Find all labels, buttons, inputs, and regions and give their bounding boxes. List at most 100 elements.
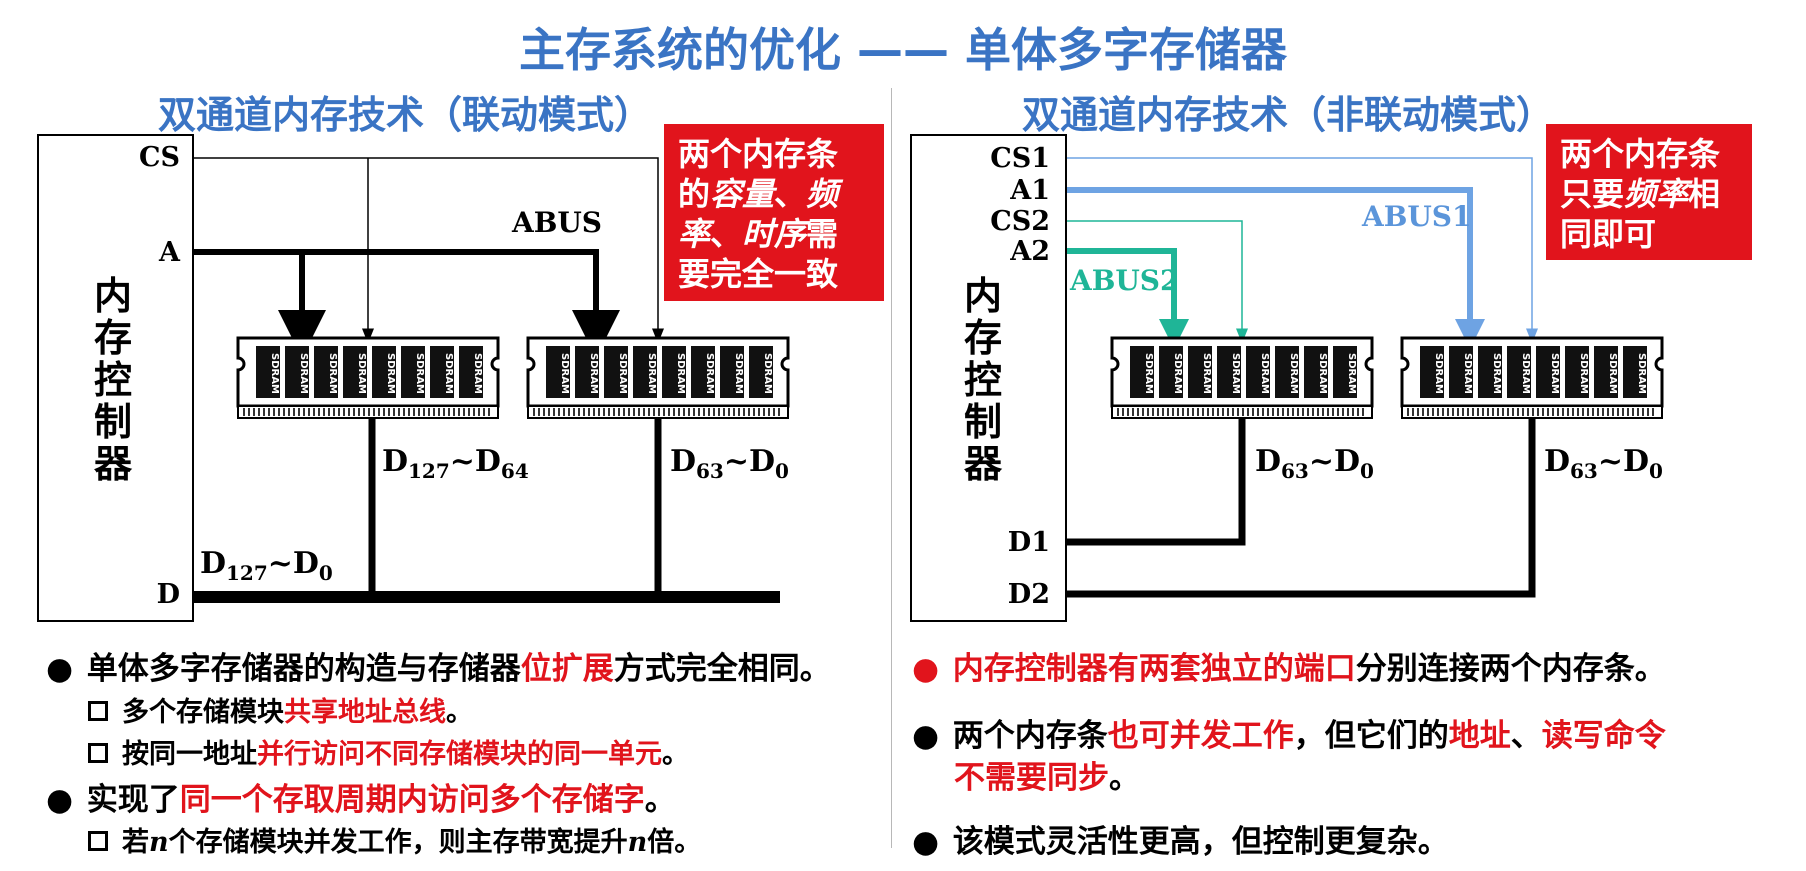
sdram-chip [285, 346, 309, 398]
left-d-high-label: D127~D64 [382, 444, 529, 483]
sdram-chip [662, 346, 686, 398]
sdram-chip-label: SDRAM [704, 353, 715, 394]
sdram-chip [1478, 346, 1502, 398]
sdram-chip-label: SDRAM [1230, 353, 1241, 394]
sdram-chip-label: SDRAM [1172, 353, 1183, 394]
sdram-chip-label: SDRAM [1433, 353, 1444, 394]
sdram-chip [1188, 346, 1212, 398]
sdram-chip-label: SDRAM [762, 353, 773, 394]
sdram-chip-label: SDRAM [414, 353, 425, 394]
right-abus1-label: ABUS1 [1362, 200, 1472, 233]
sdram-chip-label: SDRAM [1346, 353, 1357, 394]
sdram-chip-label: SDRAM [472, 353, 483, 394]
left-a-signal: A [159, 237, 180, 268]
sdram-chip-label: SDRAM [1636, 353, 1647, 394]
left-data-bus [192, 418, 780, 603]
right-data-lines [1066, 418, 1536, 598]
left-sub-bullet-2: 按同一地址并行访问不同存储模块的同一单元。 [88, 732, 689, 771]
left-bullet-2: ● 实现了同一个存取周期内访问多个存储字。 [46, 782, 676, 818]
left-abus-line [192, 249, 620, 358]
sdram-chip [604, 346, 628, 398]
sdram-chip-label: SDRAM [733, 353, 744, 394]
sdram-chip-label: SDRAM [1549, 353, 1560, 394]
right-bullet-3: ● 该模式灵活性更高，但控制更复杂。 [912, 824, 1449, 860]
sdram-chip [459, 346, 483, 398]
sdram-chip [1449, 346, 1473, 398]
left-bullet-1: ● 单体多字存储器的构造与存储器位扩展方式完全相同。 [46, 651, 831, 687]
sdram-chip-label: SDRAM [298, 353, 309, 394]
sdram-chip-label: SDRAM [675, 353, 686, 394]
left-sub-bullet-3: 若n个存储模块并发工作，则主存带宽提升n倍。 [88, 820, 701, 859]
sdram-chip [1217, 346, 1241, 398]
sdram-chip-label: SDRAM [1491, 353, 1502, 394]
right-cs2-line [1066, 220, 1248, 344]
right-bullet-1: ● 内存控制器有两套独立的端口分别连接两个内存条。 [912, 651, 1666, 687]
sdram-chip [1594, 346, 1618, 398]
sdram-chip [749, 346, 773, 398]
sdram-chip-label: SDRAM [356, 353, 367, 394]
sdram-chip [720, 346, 744, 398]
left-d-signal: D [156, 579, 180, 610]
page-title: 主存系统的优化 —— 单体多字存储器 [518, 23, 1288, 77]
right-a1-signal: A1 [1010, 175, 1050, 206]
sdram-chip [1130, 346, 1154, 398]
sdram-chip-label: SDRAM [269, 353, 280, 394]
right-cs1-line [1066, 157, 1538, 344]
sdram-chip [691, 346, 715, 398]
right-d2-range-label: D63~D0 [1544, 444, 1663, 483]
right-subtitle: 双通道内存技术（非联动模式） [1022, 93, 1555, 137]
sdram-chip [1420, 346, 1444, 398]
left-controller-label: 内存控制器 [93, 274, 132, 486]
left-subtitle: 双通道内存技术（联动模式） [158, 93, 653, 137]
sdram-chip [1333, 346, 1357, 398]
sdram-chip [546, 346, 570, 398]
sdram-chip-label: SDRAM [646, 353, 657, 394]
right-memory-controller [910, 134, 1067, 622]
sdram-chip-label: SDRAM [1578, 353, 1589, 394]
sdram-chip [372, 346, 396, 398]
sdram-chip [633, 346, 657, 398]
section-divider [891, 88, 892, 848]
sdram-chip-label: SDRAM [1520, 353, 1531, 394]
left-memory-controller [37, 134, 194, 622]
right-abus1-line [1066, 187, 1485, 349]
sdram-chip-label: SDRAM [559, 353, 570, 394]
right-note-box: 两个内存条 只要频率相 同即可 [1546, 124, 1752, 260]
right-controller-label: 内存控制器 [963, 274, 1002, 486]
sdram-chip [1304, 346, 1328, 398]
sdram-chip [1565, 346, 1589, 398]
sdram-chip-label: SDRAM [443, 353, 454, 394]
right-dimm-2: SDRAM SDRAM SDRAM SDRAM SDRAM SDRAM SDRAM SDRAM [1400, 336, 1664, 419]
sdram-chip-label: SDRAM [1259, 353, 1270, 394]
right-a2-signal: A2 [1010, 236, 1050, 267]
sdram-chip [1246, 346, 1270, 398]
left-abus-label: ABUS [512, 206, 603, 239]
sdram-chip-label: SDRAM [1607, 353, 1618, 394]
left-d-total-label: D127~D0 [200, 546, 333, 585]
sdram-chip [1623, 346, 1647, 398]
right-d2-signal: D2 [1007, 579, 1050, 610]
left-cs-signal: CS [139, 142, 180, 173]
right-cs2-signal: CS2 [990, 206, 1050, 237]
sdram-chip-label: SDRAM [1201, 353, 1212, 394]
right-d1-range-label: D63~D0 [1255, 444, 1374, 483]
right-d1-signal: D1 [1007, 527, 1050, 558]
sdram-chip [343, 346, 367, 398]
right-abus2-line [1066, 248, 1189, 349]
sdram-chip [1275, 346, 1299, 398]
sdram-chip [1507, 346, 1531, 398]
left-d-low-label: D63~D0 [670, 444, 789, 483]
sdram-chip-label: SDRAM [617, 353, 628, 394]
sdram-chip [430, 346, 454, 398]
right-bullet-2: ● 两个内存条也可并发工作，但它们的地址、读写命令 [912, 718, 1666, 754]
sdram-chip [1536, 346, 1560, 398]
sdram-chip-label: SDRAM [1462, 353, 1473, 394]
sdram-chip [1159, 346, 1183, 398]
sdram-chip [575, 346, 599, 398]
left-cs-line [192, 157, 664, 344]
left-note-box: 两个内存条 的容量、频 率、时序需 要完全一致 [664, 124, 884, 301]
